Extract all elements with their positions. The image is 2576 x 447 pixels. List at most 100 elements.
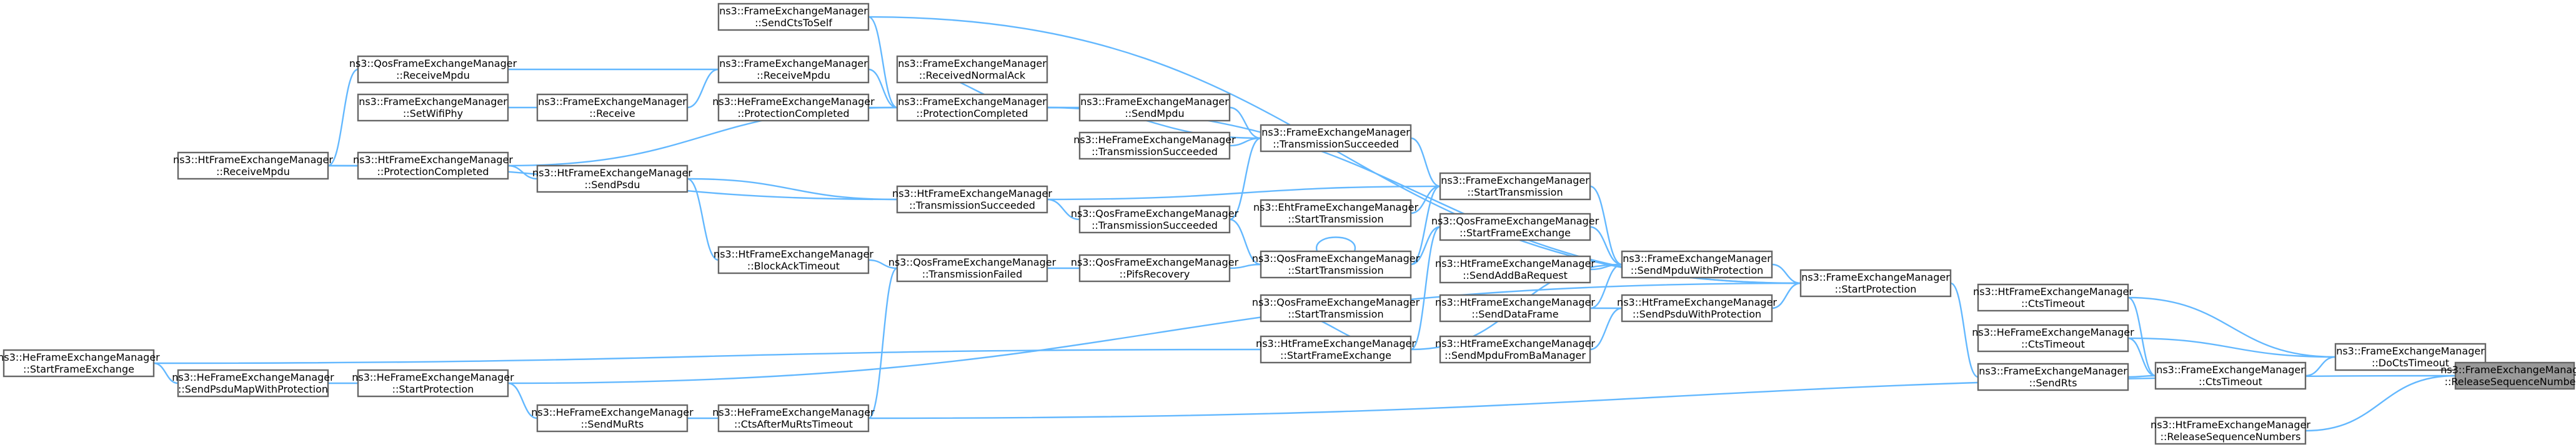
node-frame-exchange-manager-received-normal-ack[interactable]: ns3::FrameExchangeManager::ReceivedNorma… (896, 55, 1048, 84)
node-frame-exchange-manager-release-sequence-numbers[interactable]: ns3::FrameExchangeManager::ReleaseSequen… (2440, 361, 2576, 390)
node-ht-frame-exchange-manager-send-psdu-with-protection[interactable]: ns3::HtFrameExchangeManager::SendPsduWit… (1617, 294, 1777, 323)
node-ht-frame-exchange-manager-transmission-succeeded[interactable]: ns3::HtFrameExchangeManager::Transmissio… (892, 185, 1052, 214)
node-box (357, 93, 509, 122)
node-method-label: ::ReceiveMpdu (216, 166, 290, 178)
node-frame-exchange-manager-receive[interactable]: ns3::FrameExchangeManager::Receive (536, 93, 689, 122)
edge-n15-n14 (687, 178, 898, 201)
edge-n14-n20 (687, 178, 719, 261)
node-frame-exchange-manager-send-mpdu[interactable]: ns3::FrameExchangeManager::SendMpdu (1078, 93, 1231, 122)
node-box (1260, 250, 1412, 279)
node-method-label: ::TransmissionSucceeded (1092, 146, 1218, 158)
node-box (1621, 294, 1773, 323)
edge-n41-n39 (2127, 296, 2336, 358)
node-class-label: ns3::HtFrameExchangeManager (1617, 296, 1777, 308)
node-method-label: ::StartTransmission (1288, 213, 1383, 225)
node-qos-frame-exchange-manager-start-transmission[interactable]: ns3::QosFrameExchangeManager::StartTrans… (1252, 294, 1420, 323)
node-method-label: ::SendAddBaRequest (1463, 269, 1568, 281)
node-class-label: ns3::HeFrameExchangeManager (531, 406, 694, 418)
node-class-label: ns3::FrameExchangeManager (2440, 364, 2576, 376)
edge-n28-n32 (1589, 307, 1623, 351)
node-frame-exchange-manager-send-mpdu-with-protection[interactable]: ns3::FrameExchangeManager::SendMpduWithP… (1621, 250, 1773, 279)
node-box (1439, 255, 1591, 284)
edge-n34-n35 (507, 382, 538, 419)
node-ht-frame-exchange-manager-send-psdu[interactable]: ns3::HtFrameExchangeManager::SendPsdu (532, 164, 692, 193)
edge-n16-n18 (1410, 185, 1441, 214)
node-frame-exchange-manager-set-wifi-phy[interactable]: ns3::FrameExchangeManager::SetWifiPhy (357, 93, 509, 122)
node-method-label: ::StartTransmission (1288, 308, 1383, 320)
node-ht-frame-exchange-manager-send-add-ba-request[interactable]: ns3::HtFrameExchangeManager::SendAddBaRe… (1435, 255, 1595, 284)
node-he-frame-exchange-manager-send-psdu-map-with-protection[interactable]: ns3::HeFrameExchangeManager::SendPsduMap… (172, 369, 334, 398)
node-class-label: ns3::HeFrameExchangeManager (172, 371, 334, 383)
node-frame-exchange-manager-send-rts[interactable]: ns3::FrameExchangeManager::SendRts (1977, 363, 2129, 391)
node-frame-exchange-manager-transmission-succeeded[interactable]: ns3::FrameExchangeManager::TransmissionS… (1260, 124, 1412, 153)
node-qos-frame-exchange-manager-start-frame-exchange[interactable]: ns3::QosFrameExchangeManager::StartFrame… (1431, 213, 1599, 241)
node-box (1078, 254, 1231, 283)
node-frame-exchange-manager-cts-timeout[interactable]: ns3::FrameExchangeManager::CtsTimeout (2154, 361, 2307, 390)
node-ht-frame-exchange-manager-protection-completed[interactable]: ns3::HtFrameExchangeManager::ProtectionC… (353, 151, 513, 180)
node-method-label: ::StartTransmission (1288, 264, 1383, 276)
edge-n37-n29 (1950, 282, 1979, 378)
node-eht-frame-exchange-manager-start-transmission[interactable]: ns3::EhtFrameExchangeManager::StartTrans… (1253, 199, 1419, 228)
edge-n13-n12 (1229, 137, 1261, 147)
node-frame-exchange-manager-start-transmission[interactable]: ns3::FrameExchangeManager::StartTransmis… (1439, 172, 1591, 201)
edge-n15-n16 (1047, 185, 1441, 201)
node-box (1078, 93, 1231, 122)
node-frame-exchange-manager-start-protection[interactable]: ns3::FrameExchangeManager::StartProtecti… (1799, 269, 1952, 298)
node-he-frame-exchange-manager-protection-completed[interactable]: ns3::HeFrameExchangeManager::ProtectionC… (712, 93, 875, 122)
node-qos-frame-exchange-manager-receive-mpdu[interactable]: ns3::QosFrameExchangeManager::ReceiveMpd… (349, 55, 517, 84)
node-frame-exchange-manager-protection-completed[interactable]: ns3::FrameExchangeManager::ProtectionCom… (896, 93, 1048, 122)
node-box (536, 93, 689, 122)
node-method-label: ::Receive (589, 108, 635, 119)
edge-n41-n38 (2305, 356, 2336, 377)
node-ht-frame-exchange-manager-start-frame-exchange[interactable]: ns3::HtFrameExchangeManager::StartFrameE… (1256, 335, 1416, 364)
node-frame-exchange-manager-send-cts-to-self[interactable]: ns3::FrameExchangeManager::SendCtsToSelf (717, 3, 870, 31)
node-method-label: ::ReleaseSequenceNumbers (2445, 376, 2576, 388)
node-method-label: ::ReceiveMpdu (396, 69, 470, 81)
node-he-frame-exchange-manager-cts-timeout[interactable]: ns3::HeFrameExchangeManager::CtsTimeout (1972, 324, 2134, 353)
node-class-label: ns3::FrameExchangeManager (1261, 126, 1410, 138)
node-class-label: ns3::FrameExchangeManager (719, 5, 868, 17)
node-box (1439, 172, 1591, 201)
node-he-frame-exchange-manager-transmission-succeeded[interactable]: ns3::HeFrameExchangeManager::Transmissio… (1073, 131, 1236, 160)
node-box (2454, 361, 2575, 390)
node-qos-frame-exchange-manager-transmission-failed[interactable]: ns3::QosFrameExchangeManager::Transmissi… (888, 254, 1057, 283)
node-box (2154, 416, 2307, 445)
node-ht-frame-exchange-manager-block-ack-timeout[interactable]: ns3::HtFrameExchangeManager::BlockAckTim… (714, 246, 873, 274)
node-box (1260, 294, 1412, 323)
node-he-frame-exchange-manager-start-protection[interactable]: ns3::HeFrameExchangeManager::StartProtec… (352, 369, 514, 398)
node-class-label: ns3::QosFrameExchangeManager (1252, 296, 1420, 308)
node-box (1439, 335, 1591, 364)
node-method-label: ::StartFrameExchange (1280, 349, 1391, 361)
node-ht-frame-exchange-manager-cts-timeout[interactable]: ns3::HtFrameExchangeManager::CtsTimeout (1973, 283, 2133, 312)
node-box (357, 151, 509, 180)
node-class-label: ns3::HtFrameExchangeManager (2151, 419, 2310, 431)
node-method-label: ::CtsAfterMuRtsTimeout (734, 418, 853, 430)
node-ht-frame-exchange-manager-send-mpdu-from-ba-manager[interactable]: ns3::HtFrameExchangeManager::SendMpduFro… (1435, 335, 1595, 364)
node-he-frame-exchange-manager-cts-after-mu-rts-timeout[interactable]: ns3::HeFrameExchangeManager::CtsAfterMuR… (712, 404, 875, 433)
node-method-label: ::SendMuRts (581, 418, 644, 430)
node-class-label: ns3::QosFrameExchangeManager (1071, 208, 1239, 219)
node-box (717, 246, 870, 274)
edge-n1-n8 (868, 16, 898, 109)
node-class-label: ns3::HtFrameExchangeManager (532, 167, 692, 179)
node-box (717, 404, 870, 433)
node-box (1260, 124, 1412, 153)
edge-n25-n19 (1589, 226, 1623, 266)
node-qos-frame-exchange-manager-transmission-succeeded[interactable]: ns3::QosFrameExchangeManager::Transmissi… (1071, 205, 1239, 234)
node-frame-exchange-manager-do-cts-timeout[interactable]: ns3::FrameExchangeManager::DoCtsTimeout (2334, 343, 2487, 371)
node-he-frame-exchange-manager-send-mu-rts[interactable]: ns3::HeFrameExchangeManager::SendMuRts (531, 404, 694, 433)
edge-n23-n19 (1410, 226, 1441, 266)
node-method-label: ::SendMpduFromBaManager (1445, 349, 1586, 361)
node-he-frame-exchange-manager-start-frame-exchange[interactable]: ns3::HeFrameExchangeManager::StartFrameE… (0, 349, 160, 378)
node-method-label: ::SendMpdu (1125, 108, 1184, 119)
node-ht-frame-exchange-manager-send-data-frame[interactable]: ns3::HtFrameExchangeManager::SendDataFra… (1435, 294, 1595, 323)
node-ht-frame-exchange-manager-receive-mpdu[interactable]: ns3::HtFrameExchangeManager::ReceiveMpdu (173, 151, 333, 180)
node-qos-frame-exchange-manager-start-transmission[interactable]: ns3::QosFrameExchangeManager::StartTrans… (1252, 250, 1420, 279)
node-qos-frame-exchange-manager-pifs-recovery[interactable]: ns3::QosFrameExchangeManager::PifsRecove… (1071, 254, 1239, 283)
node-box (1977, 324, 2129, 353)
node-box (1260, 199, 1412, 228)
edge-n21-n20 (868, 259, 898, 269)
node-frame-exchange-manager-receive-mpdu[interactable]: ns3::FrameExchangeManager::ReceiveMpdu (717, 55, 870, 84)
node-ht-frame-exchange-manager-release-sequence-numbers[interactable]: ns3::HtFrameExchangeManager::ReleaseSequ… (2151, 416, 2310, 445)
